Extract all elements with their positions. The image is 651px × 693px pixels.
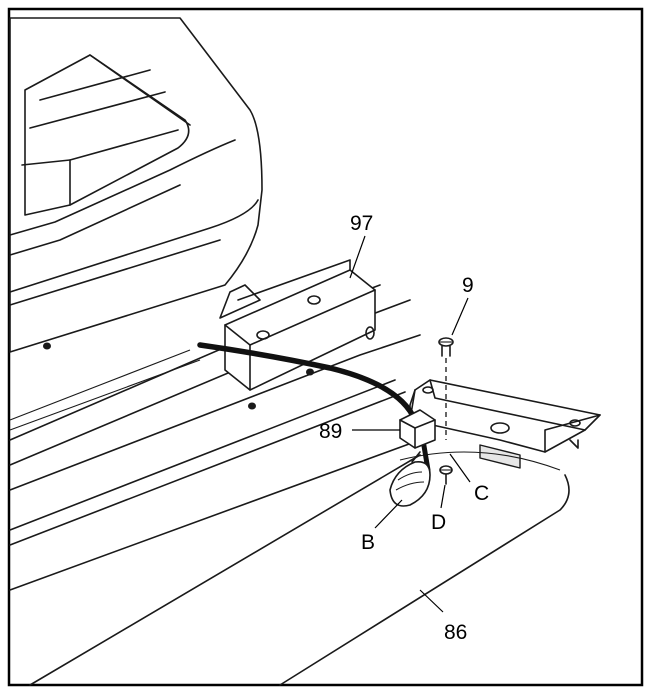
callout-97: 97 [350, 212, 373, 235]
rail-97-hole [256, 330, 270, 340]
frame-rail-97 [219, 259, 376, 391]
mounting-bracket [409, 379, 601, 469]
bracket-hole [569, 419, 581, 427]
leader-97 [349, 235, 366, 279]
ground-screw-d [439, 465, 453, 485]
leader-b [374, 499, 403, 529]
base-cover-86 [9, 439, 570, 686]
callout-c: C [474, 482, 489, 505]
callout-86: 86 [444, 621, 467, 644]
callout-9: 9 [462, 274, 474, 297]
rail-97-hole [307, 295, 321, 305]
hood-screw-hole [43, 342, 51, 350]
leader-c [449, 453, 471, 483]
leader-9 [451, 297, 469, 336]
callout-b: B [361, 531, 375, 554]
rail-hole [248, 402, 256, 410]
connector-b [389, 451, 431, 507]
callout-d: D [431, 511, 446, 534]
rail-97-hole [365, 326, 375, 340]
bracket-hole [490, 422, 510, 434]
motor-hood [9, 17, 263, 353]
leader-86 [419, 589, 444, 613]
ground-screw-9 [438, 337, 454, 357]
wire-connector-89 [399, 409, 436, 449]
bracket-hole [422, 386, 434, 394]
leader-d [440, 484, 446, 509]
callout-89: 89 [319, 420, 342, 443]
rail-hole [306, 368, 314, 376]
